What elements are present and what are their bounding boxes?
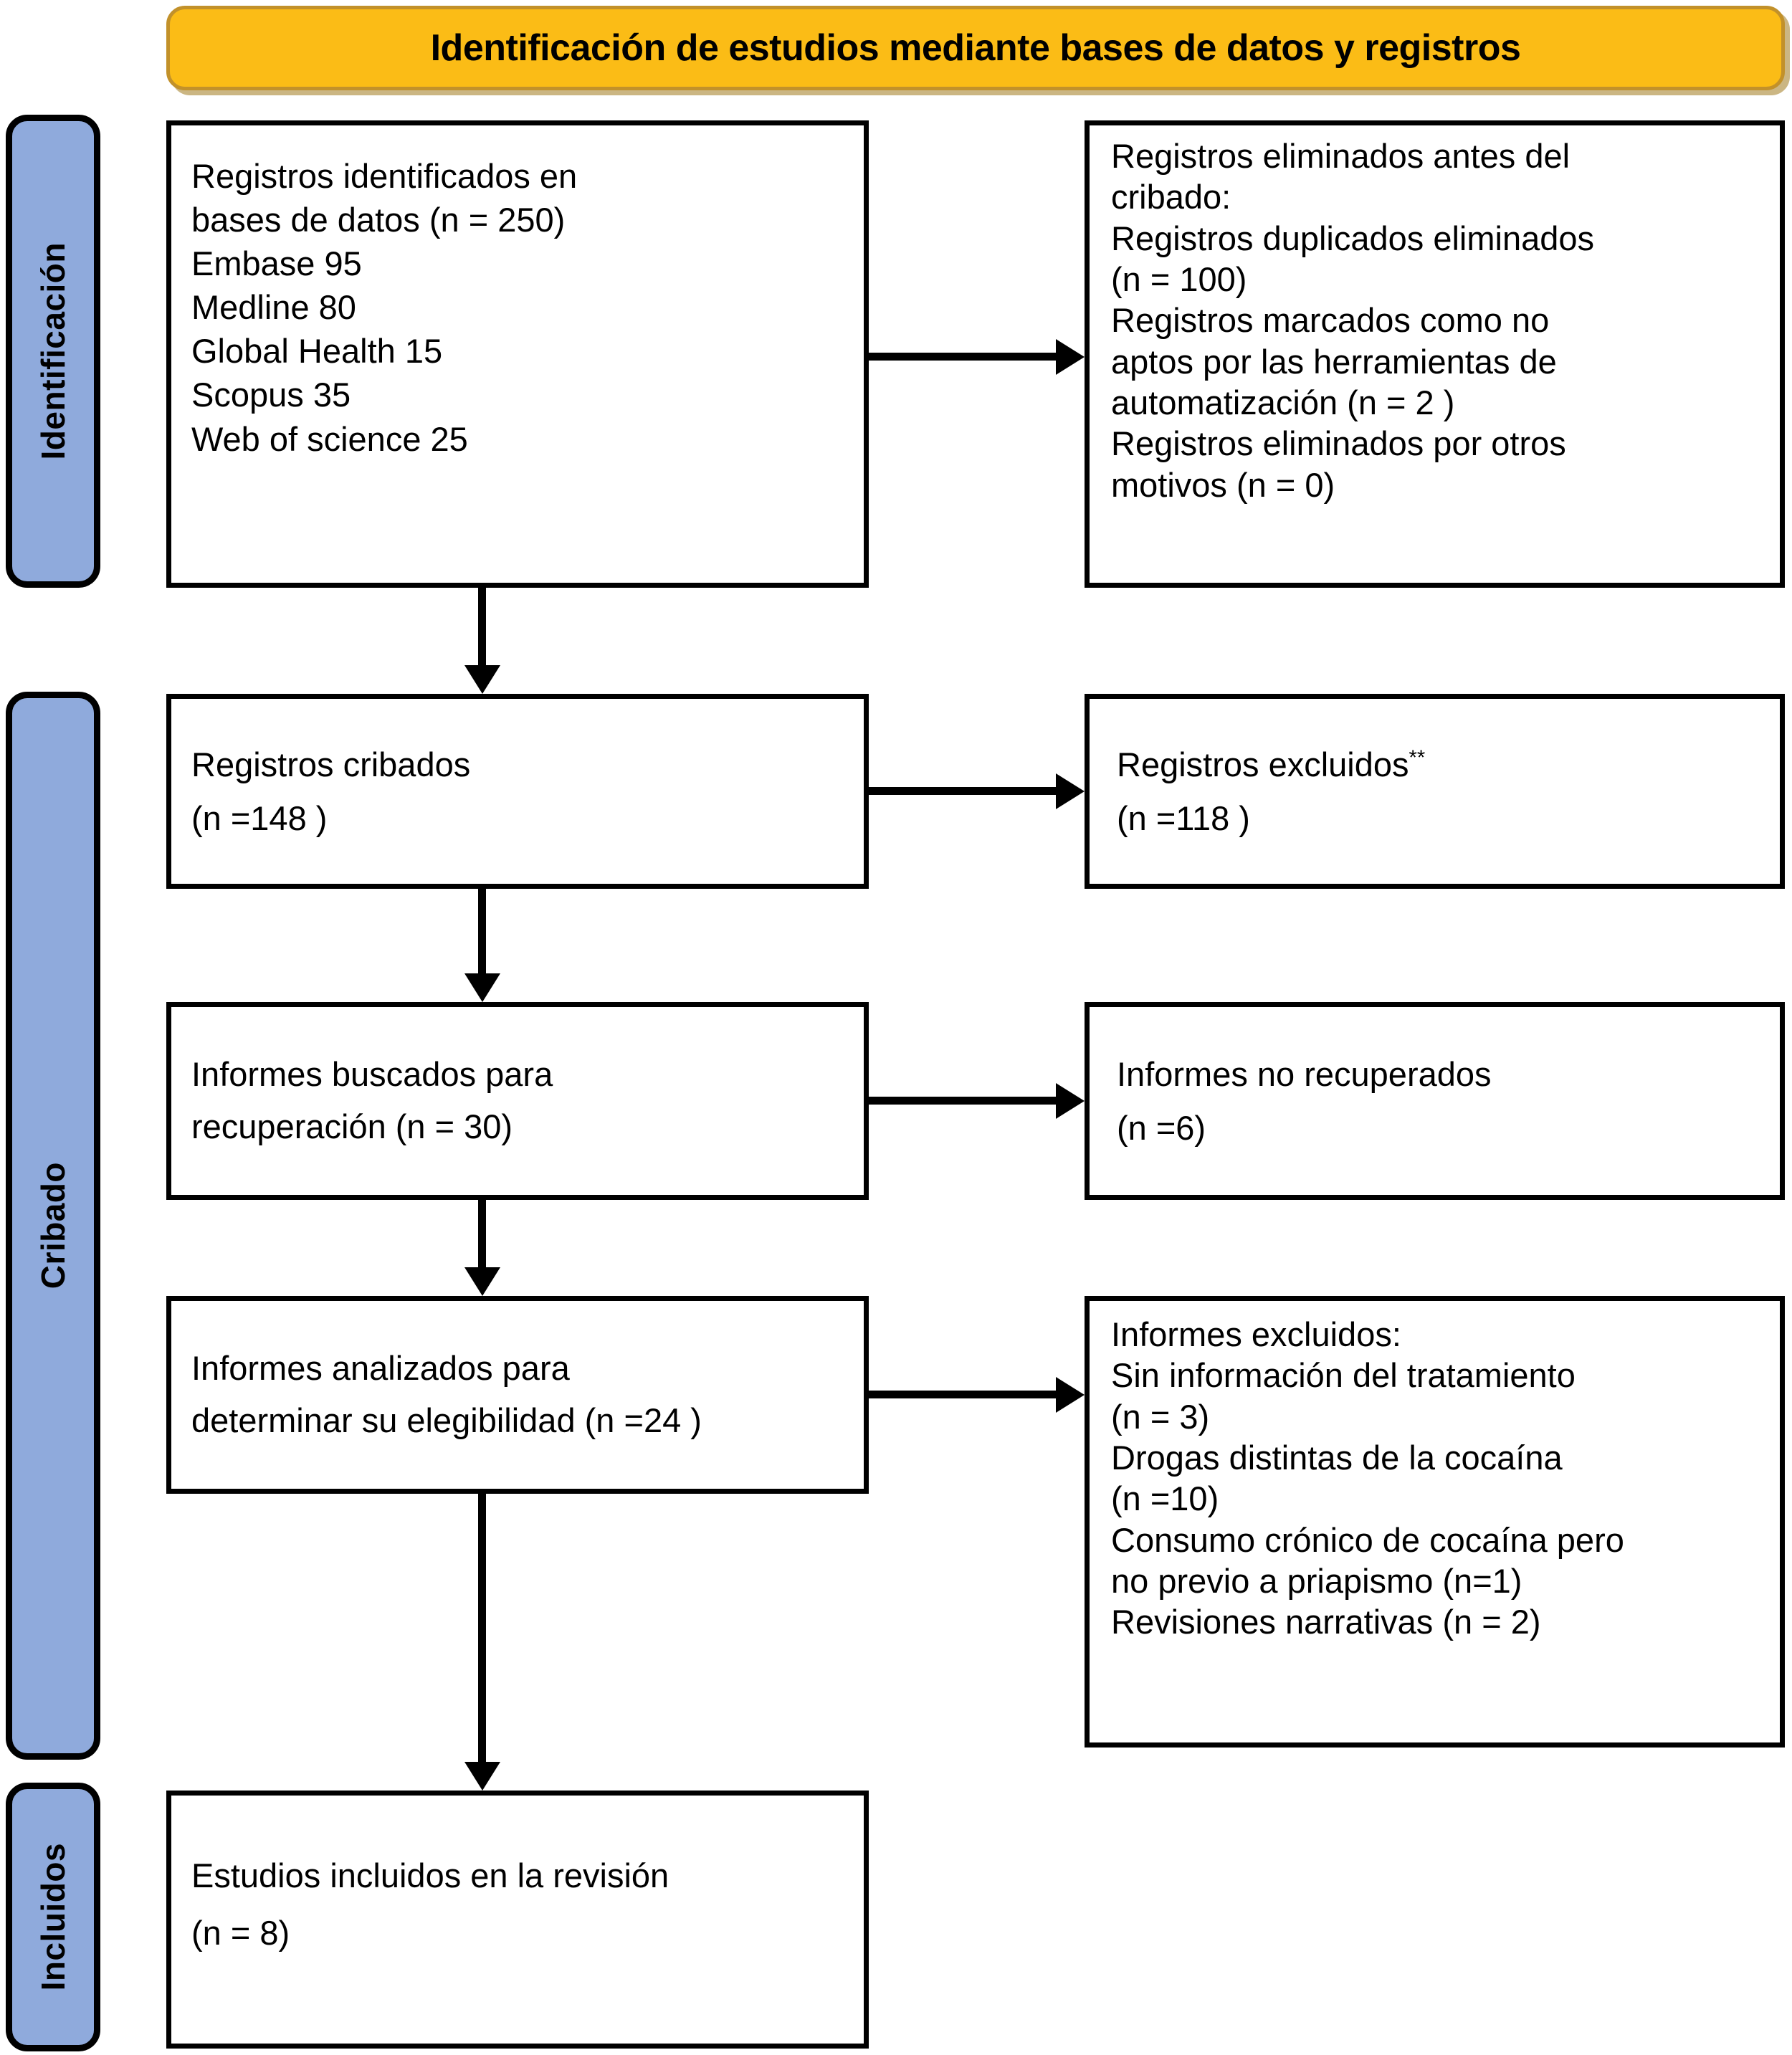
box-line: cribado: — [1111, 178, 1231, 216]
arrow-head-down-icon — [464, 1267, 500, 1296]
box-line: Estudios incluidos en la revisión — [191, 1856, 669, 1894]
box-line: recuperación (n = 30) — [191, 1107, 513, 1145]
diagram-header-banner: Identificación de estudios mediante base… — [166, 6, 1785, 90]
box-line: Scopus 35 — [191, 376, 351, 414]
box-line: automatización (n = 2 ) — [1111, 383, 1455, 421]
arrow-identified-to-screened — [464, 588, 500, 694]
arrow-sought-to-not-retrieved — [869, 1083, 1085, 1119]
box-reports-not-retrieved: Informes no recuperados (n =6) — [1085, 1002, 1785, 1200]
box-line: (n = 100) — [1111, 259, 1247, 298]
stage-label-incluidos: Incluidos — [6, 1783, 100, 2051]
box-reports-sought-for-retrieval: Informes buscados para recuperación (n =… — [166, 1002, 869, 1200]
box-line: Registros cribados — [191, 745, 471, 783]
footnote-marker: ** — [1409, 746, 1426, 770]
box-line: Registros identificados en — [191, 157, 578, 195]
box-line: Informes excluidos: — [1111, 1315, 1401, 1353]
box-line: Registros eliminados antes del — [1111, 137, 1571, 175]
box-line: aptos por las herramientas de — [1111, 342, 1557, 381]
arrow-shaft — [869, 353, 1059, 361]
arrow-screened-to-sought — [464, 889, 500, 1002]
arrow-assessed-to-reports-excluded — [869, 1377, 1085, 1413]
arrow-head-right-icon — [1056, 1377, 1085, 1413]
arrow-screened-to-excluded — [869, 773, 1085, 809]
arrow-identified-to-removed — [869, 339, 1085, 375]
box-line-text: Registros excluidos — [1117, 745, 1409, 783]
box-line: motivos (n = 0) — [1111, 465, 1335, 504]
box-line: (n =148 ) — [191, 799, 328, 837]
arrow-sought-to-assessed — [464, 1200, 500, 1296]
box-line: bases de datos (n = 250) — [191, 201, 566, 239]
arrow-shaft — [869, 1391, 1059, 1398]
box-line: Global Health 15 — [191, 332, 443, 371]
box-line: Consumo crónico de cocaína pero — [1111, 1520, 1624, 1559]
arrow-head-down-icon — [464, 1762, 500, 1791]
arrow-shaft — [478, 1494, 486, 1763]
arrow-shaft — [478, 588, 486, 667]
box-line: (n =6) — [1117, 1109, 1206, 1147]
box-records-excluded: Registros excluidos** (n =118 ) — [1085, 694, 1785, 889]
box-records-identified: Registros identificados en bases de dato… — [166, 120, 869, 588]
stage-label-text: Incluidos — [34, 1843, 72, 1991]
box-line: Sin información del tratamiento — [1111, 1356, 1576, 1395]
box-reports-excluded: Informes excluidos: Sin información del … — [1085, 1296, 1785, 1748]
box-line: Registros marcados como no — [1111, 301, 1550, 340]
arrow-shaft — [478, 889, 486, 975]
box-records-screened: Registros cribados (n =148 ) — [166, 694, 869, 889]
box-line: (n = 3) — [1111, 1397, 1210, 1436]
box-line: Registros eliminados por otros — [1111, 424, 1566, 463]
box-reports-assessed-for-eligibility: Informes analizados para determinar su e… — [166, 1296, 869, 1494]
box-line: (n = 8) — [191, 1913, 290, 1952]
box-line: Informes buscados para — [191, 1055, 553, 1094]
box-line: Revisiones narrativas (n = 2) — [1111, 1603, 1541, 1641]
arrow-shaft — [869, 787, 1059, 795]
stage-label-text: Identificación — [34, 242, 72, 460]
box-line: (n =118 ) — [1117, 799, 1250, 837]
box-line: no previo a priapismo (n=1) — [1111, 1561, 1522, 1600]
arrow-head-right-icon — [1056, 773, 1085, 809]
box-line: Embase 95 — [191, 244, 362, 283]
box-line: Registros excluidos** — [1117, 738, 1764, 791]
arrow-shaft — [869, 1097, 1059, 1105]
box-line: Informes analizados para — [191, 1349, 570, 1388]
stage-label-text: Cribado — [34, 1162, 72, 1289]
stage-label-cribado: Cribado — [6, 692, 100, 1760]
box-records-removed-before-screening: Registros eliminados antes del cribado: … — [1085, 120, 1785, 588]
box-line: determinar su elegibilidad (n =24 ) — [191, 1401, 702, 1439]
box-line: Web of science 25 — [191, 419, 468, 458]
box-line: Registros duplicados eliminados — [1111, 219, 1595, 257]
arrow-head-down-icon — [464, 973, 500, 1002]
box-line: Medline 80 — [191, 288, 356, 327]
box-studies-included: Estudios incluidos en la revisión (n = 8… — [166, 1791, 869, 2049]
arrow-head-right-icon — [1056, 1083, 1085, 1119]
arrow-head-down-icon — [464, 665, 500, 694]
arrow-head-right-icon — [1056, 339, 1085, 375]
arrow-assessed-to-included — [464, 1494, 500, 1791]
page-title: Identificación de estudios mediante base… — [430, 27, 1521, 69]
stage-label-identificacion: Identificación — [6, 115, 100, 588]
box-line: Informes no recuperados — [1117, 1054, 1492, 1093]
arrow-shaft — [478, 1200, 486, 1269]
box-line: (n =10) — [1111, 1479, 1219, 1518]
box-line: Drogas distintas de la cocaína — [1111, 1438, 1563, 1477]
